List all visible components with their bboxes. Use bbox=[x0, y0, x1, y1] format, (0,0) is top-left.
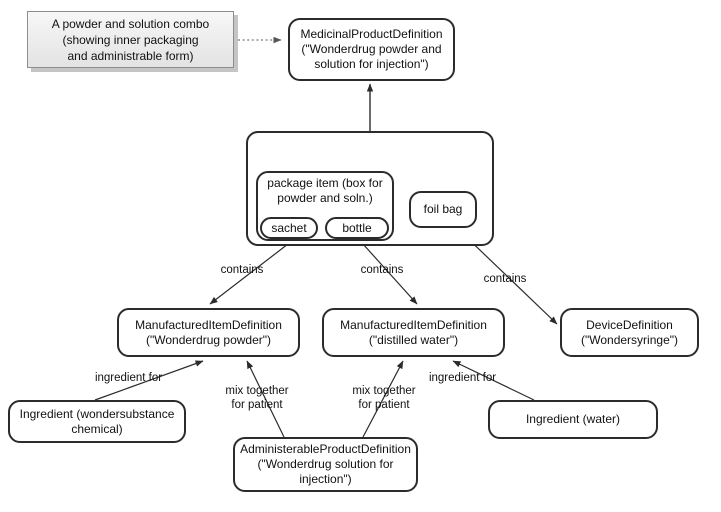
note-text: A powder and solution combo (showing inn… bbox=[51, 16, 210, 63]
node-ingredient-water-label: Ingredient (water) bbox=[525, 412, 621, 426]
note-powder-solution-combo: A powder and solution combo (showing inn… bbox=[27, 11, 234, 68]
edge-label-ingredient-for-chemical: ingredient for bbox=[94, 372, 163, 384]
node-ingredient-chemical-label: Ingredient (wondersubstance chemical) bbox=[19, 406, 175, 436]
edge-label-contains-water: contains bbox=[360, 264, 404, 276]
node-package-item-label: package item (box for powder and soln.) bbox=[267, 176, 383, 205]
node-manufactured-item-powder-label: ManufacturedItemDefinition ("Wonderdrug … bbox=[135, 317, 282, 347]
edge-label-mix-powder: mix together for patient bbox=[225, 385, 289, 411]
edge-label-contains-device: contains bbox=[483, 273, 527, 285]
node-bottle[interactable]: bottle bbox=[325, 217, 389, 239]
edge-label-ingredient-for-water: ingredient for bbox=[428, 372, 497, 384]
node-medicinal-product-definition-label: MedicinalProductDefinition ("Wonderdrug … bbox=[300, 27, 443, 71]
node-foil-bag-label: foil bag bbox=[423, 202, 463, 216]
node-administerable-product-definition[interactable]: AdministerableProductDefinition ("Wonder… bbox=[233, 437, 418, 492]
edge-label-contains-powder: contains bbox=[220, 264, 264, 276]
node-sachet[interactable]: sachet bbox=[260, 217, 318, 239]
node-bottle-label: bottle bbox=[342, 220, 372, 235]
node-administerable-product-definition-label: AdministerableProductDefinition ("Wonder… bbox=[240, 442, 411, 486]
node-device-definition-label: DeviceDefinition ("Wondersyringe") bbox=[581, 317, 678, 347]
node-ingredient-chemical[interactable]: Ingredient (wondersubstance chemical) bbox=[8, 400, 186, 443]
node-manufactured-item-powder[interactable]: ManufacturedItemDefinition ("Wonderdrug … bbox=[117, 308, 300, 357]
node-manufactured-item-water[interactable]: ManufacturedItemDefinition ("distilled w… bbox=[322, 308, 505, 357]
node-manufactured-item-water-label: ManufacturedItemDefinition ("distilled w… bbox=[340, 317, 487, 347]
node-foil-bag[interactable]: foil bag bbox=[409, 191, 477, 228]
node-sachet-label: sachet bbox=[271, 220, 307, 235]
node-ingredient-water[interactable]: Ingredient (water) bbox=[488, 400, 658, 439]
node-medicinal-product-definition[interactable]: MedicinalProductDefinition ("Wonderdrug … bbox=[288, 18, 455, 81]
node-device-definition[interactable]: DeviceDefinition ("Wondersyringe") bbox=[560, 308, 699, 357]
edge-label-mix-water: mix together for patient bbox=[352, 385, 416, 411]
